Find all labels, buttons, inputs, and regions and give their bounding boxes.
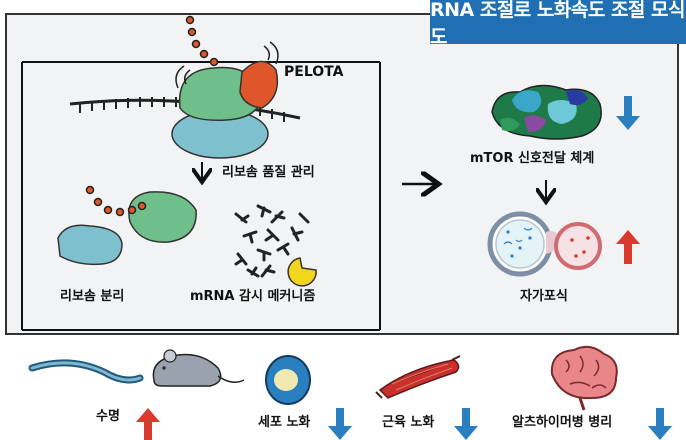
ribosome-qc-label: 리보솜 품질 관리: [222, 164, 315, 180]
lifespan-up-arrow: [136, 408, 160, 440]
ribosome-separation-label: 리보솜 분리: [60, 288, 124, 304]
main-panel: [5, 13, 679, 335]
autophagy-up-arrow: [616, 230, 640, 264]
mtor-down-arrow: [616, 96, 640, 130]
exonuclease-shape: [287, 257, 317, 287]
pelota-label: PELOTA: [284, 64, 344, 80]
nascent-peptide: [185, 15, 219, 67]
autophagy-label: 자가포식: [520, 288, 568, 304]
left-bracket: [21, 61, 381, 331]
separated-ribosome: [57, 185, 197, 266]
cell-icon: [265, 355, 311, 405]
mrna-surveillance-label: mRNA 감시 메커니즘: [190, 289, 315, 304]
autophagy-figure: [487, 211, 602, 277]
title-banner: RNA 조절로 노화속도 조절 모식도: [430, 0, 686, 48]
mtor-complex: [491, 84, 602, 140]
outcome-label-cellular-aging: 세포 노화: [258, 414, 310, 430]
outcome-label-alzheimers: 알츠하이머병 병리: [512, 414, 612, 430]
muscle-aging-down-arrow: [454, 408, 478, 440]
alzheimers-down-arrow: [648, 408, 672, 440]
page-title: RNA 조절로 노화속도 조절 모식도: [430, 0, 685, 48]
outcome-label-muscle-aging: 근육 노화: [382, 414, 434, 430]
mouse-icon: [152, 349, 245, 387]
mrna-fragments: [234, 204, 310, 278]
mtor-label: mTOR 신호전달 체계: [470, 150, 594, 166]
worm-icon: [28, 359, 144, 384]
ribosome-complex: [171, 41, 279, 159]
brain-icon: [550, 345, 618, 411]
muscle-icon: [375, 355, 461, 399]
cellular-aging-down-arrow: [328, 408, 352, 440]
outcome-label-lifespan: 수명: [96, 408, 120, 424]
